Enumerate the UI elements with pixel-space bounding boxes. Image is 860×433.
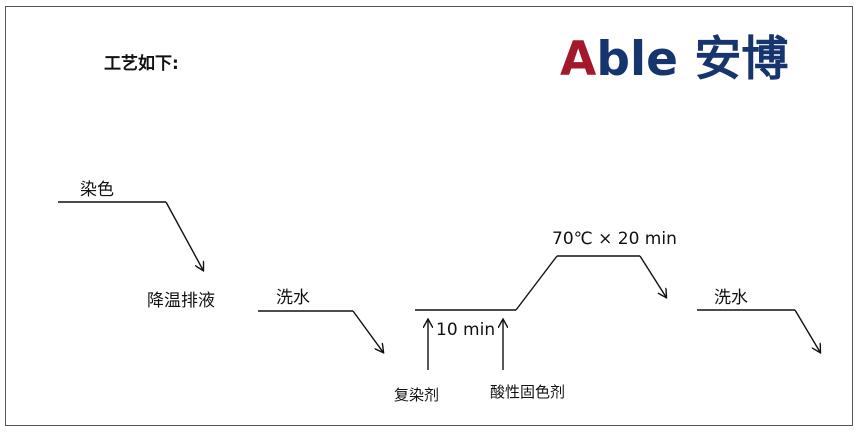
logo-text: ble 安博 (596, 32, 789, 87)
wash-1-drain-arrow (352, 310, 383, 352)
after-hold-drain-arrow (639, 255, 666, 297)
cool-drain-label: 降温排液 (147, 291, 215, 311)
process-heading: 工艺如下: (104, 54, 179, 74)
wash-2-label: 洗水 (714, 288, 748, 308)
logo-letter-a: A (560, 32, 597, 87)
wash-1-label: 洗水 (276, 288, 310, 308)
dyeing-label: 染色 (80, 180, 114, 200)
cooling-arrow (165, 201, 203, 270)
able-logo: Able 安博 (560, 36, 788, 83)
wash-2-drain-arrow (794, 309, 820, 352)
interval-label: 10 min (436, 320, 496, 340)
heating-ramp (515, 255, 558, 311)
redye-agent-label: 复染剂 (394, 386, 440, 404)
acid-fixing-agent-label: 酸性固色剂 (490, 383, 566, 401)
temp-time-label: 70℃ × 20 min (552, 229, 677, 249)
diagram-frame (5, 6, 853, 426)
